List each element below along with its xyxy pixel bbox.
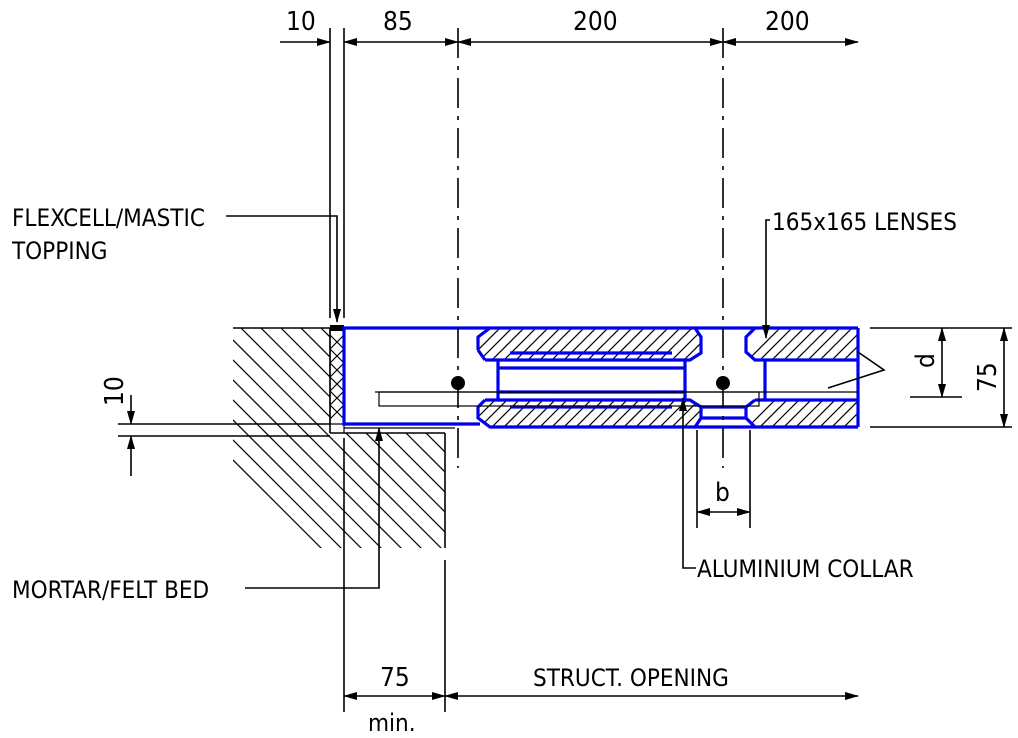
lens-hatching xyxy=(478,328,858,427)
dim-bottom-struct-opening: STRUCT. OPENING xyxy=(533,664,729,692)
dim-top-200-a: 200 xyxy=(573,7,618,37)
dim-bottom-min-note: min. xyxy=(368,709,416,737)
dim-b: b xyxy=(715,478,730,508)
label-aluminium-collar: ALUMINIUM COLLAR xyxy=(697,555,914,583)
leaders xyxy=(226,215,770,589)
label-lenses: 165x165 LENSES xyxy=(772,208,957,236)
label-flexcell-line2: TOPPING xyxy=(11,237,107,265)
dim-bottom-75: 75 xyxy=(380,663,410,693)
dim-right-75: 75 xyxy=(973,362,1003,392)
reinforcement-bar xyxy=(375,351,886,407)
panel-outline xyxy=(342,326,860,429)
flexcell-strip xyxy=(329,325,345,425)
label-flexcell-line1: FLEXCELL/MASTIC xyxy=(12,204,205,232)
dim-left-10: 10 xyxy=(100,376,130,406)
dim-right-d: d xyxy=(911,353,941,368)
wall-hatching xyxy=(233,328,445,548)
dim-top-10: 10 xyxy=(286,7,316,37)
wall-outline xyxy=(233,327,446,548)
label-mortar-felt-bed: MORTAR/FELT BED xyxy=(12,576,209,604)
dim-top-85: 85 xyxy=(383,7,413,37)
dim-top-200-b: 200 xyxy=(765,7,810,37)
right-vertical-dimensions xyxy=(938,327,1008,428)
extension-lines xyxy=(118,28,1012,712)
